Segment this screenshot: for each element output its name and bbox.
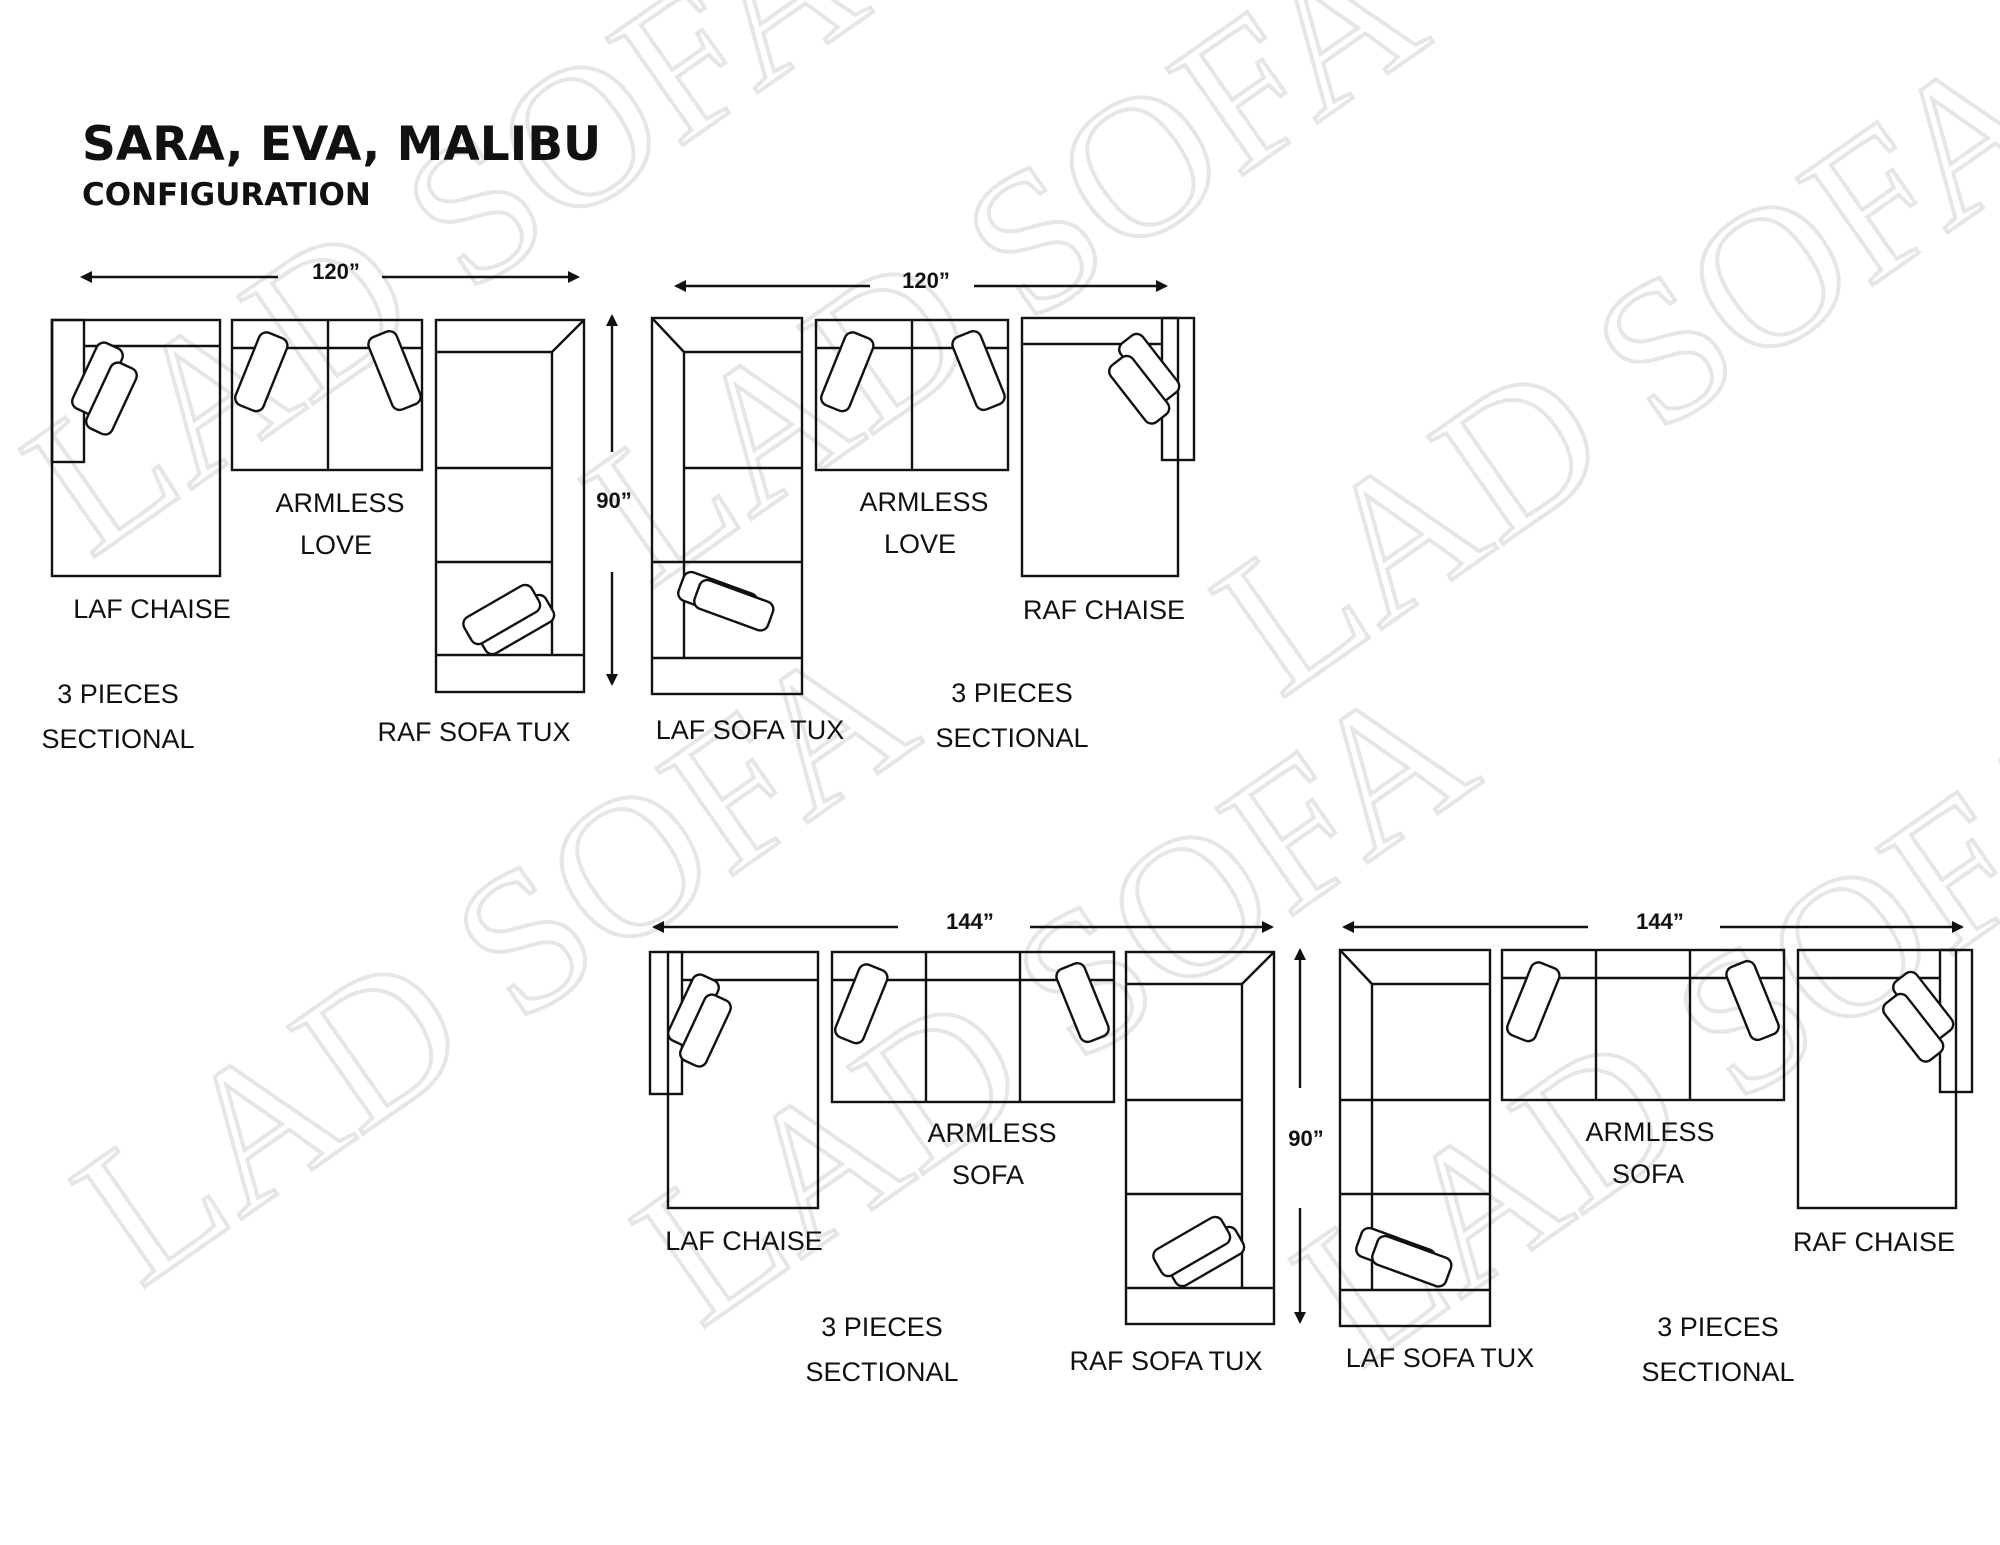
armless-label-2: LOVE (300, 530, 372, 560)
pillow-icon (462, 583, 542, 646)
config-3: 144” LAF CHAISE ARMLESS SOFA (648, 909, 1276, 1387)
raf-sofa-tux-piece (434, 318, 586, 694)
armless-sofa-piece (830, 950, 1116, 1104)
pillow-icon (1108, 354, 1171, 425)
sectional-label: SECTIONAL (805, 1357, 958, 1387)
config-2: 120” LAF SOFA TUX ARMLESS LOVE (650, 268, 1196, 753)
laf-sofa-tux-piece (1338, 948, 1492, 1328)
page-title: SARA, EVA, MALIBU (82, 117, 601, 172)
armless-love-piece (814, 318, 1010, 472)
armless-label-1: ARMLESS (1585, 1117, 1714, 1147)
depth-dimension-bottom: 90” (1288, 948, 1324, 1324)
page-subtitle: CONFIGURATION (82, 177, 371, 213)
pillow-icon (1882, 992, 1945, 1063)
sectional-label: SECTIONAL (935, 723, 1088, 753)
pieces-label: 3 PIECES (57, 679, 179, 709)
laf-chaise-piece (50, 318, 222, 578)
armless-label-2: SOFA (1612, 1159, 1684, 1189)
armless-label-1: ARMLESS (927, 1118, 1056, 1148)
sectional-label: SECTIONAL (41, 724, 194, 754)
width-dimension: 120” (902, 268, 950, 293)
armless-sofa-piece (1500, 948, 1786, 1102)
raf-sofa-tux-label: RAF SOFA TUX (1069, 1346, 1262, 1376)
width-dimension: 144” (946, 909, 994, 934)
depth-dimension-top: 90” (596, 314, 632, 686)
armless-label-2: SOFA (952, 1160, 1024, 1190)
raf-chaise-label: RAF CHAISE (1793, 1227, 1955, 1257)
pieces-label: 3 PIECES (1657, 1312, 1779, 1342)
depth-value: 90” (1288, 1126, 1323, 1151)
raf-sofa-tux-piece (1124, 950, 1276, 1326)
laf-sofa-tux-label: LAF SOFA TUX (656, 715, 845, 745)
depth-value: 90” (596, 488, 631, 513)
pillow-icon (1725, 959, 1780, 1042)
pillow-icon (951, 329, 1006, 412)
laf-sofa-tux-label: LAF SOFA TUX (1346, 1343, 1535, 1373)
pillow-icon (367, 329, 422, 412)
armless-love-piece (230, 318, 424, 472)
width-dimension: 144” (1636, 909, 1684, 934)
pillow-icon (1055, 961, 1110, 1044)
sectional-label: SECTIONAL (1641, 1357, 1794, 1387)
pillow-icon (71, 341, 138, 436)
pieces-label: 3 PIECES (821, 1312, 943, 1342)
pillow-icon (833, 963, 889, 1045)
raf-chaise-piece (1020, 316, 1196, 578)
pillow-icon (1505, 961, 1561, 1043)
pillow-icon (1152, 1215, 1232, 1278)
pieces-label: 3 PIECES (951, 678, 1073, 708)
pillow-icon (233, 331, 289, 413)
raf-sofa-tux-label: RAF SOFA TUX (377, 717, 570, 747)
armless-label-2: LOVE (884, 529, 956, 559)
config-1: 120” LAF CHAISE ARMLESS LOVE (41, 259, 586, 754)
laf-chaise-label: LAF CHAISE (665, 1226, 823, 1256)
pillow-icon (819, 331, 875, 413)
armless-label-1: ARMLESS (275, 488, 404, 518)
laf-chaise-label: LAF CHAISE (73, 594, 231, 624)
raf-chaise-piece (1796, 948, 1974, 1210)
width-dimension: 120” (312, 259, 360, 284)
armless-label-1: ARMLESS (859, 487, 988, 517)
pillow-icon (679, 993, 732, 1068)
config-4: 144” LAF SOFA TUX ARMLESS SOFA (1338, 909, 1974, 1387)
laf-sofa-tux-piece (650, 316, 804, 696)
pillow-icon (1371, 1234, 1453, 1288)
laf-chaise-piece (648, 950, 820, 1210)
pillow-icon (693, 578, 775, 632)
raf-chaise-label: RAF CHAISE (1023, 595, 1185, 625)
